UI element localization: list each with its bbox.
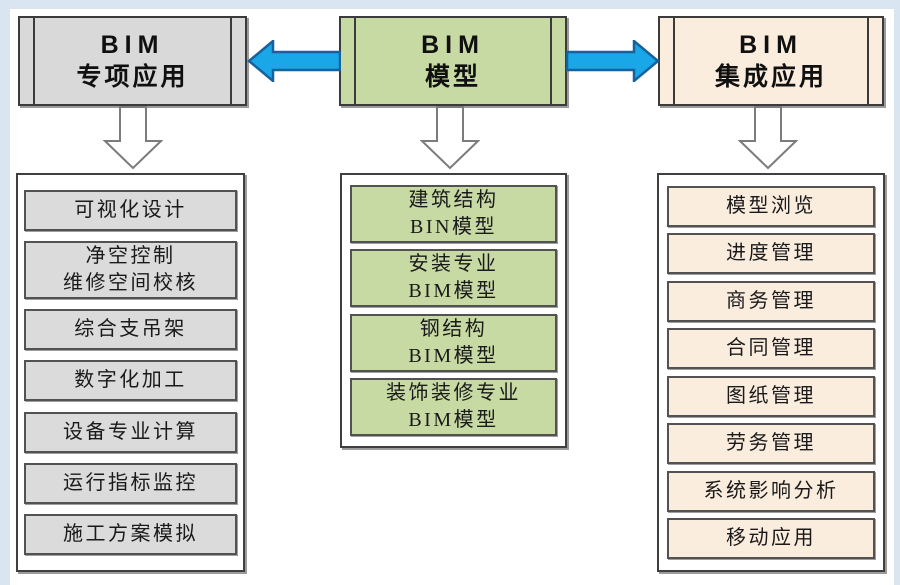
header-inner-line — [550, 18, 552, 104]
list-item: 建筑结构 BIN模型 — [350, 185, 557, 243]
header-title-line2: 专项应用 — [76, 63, 189, 91]
list-item: 可视化设计 — [24, 190, 237, 231]
list-bim-models: 建筑结构 BIN模型 安装专业 BIM模型 钢结构 BIM模型 装饰装修专业 B… — [340, 173, 567, 448]
list-item: 运行指标监控 — [24, 462, 237, 504]
header-title-line1: BIM — [421, 30, 485, 59]
list-item: 系统影响分析 — [667, 470, 875, 512]
header-bim-model: BIM 模型 — [339, 16, 567, 106]
header-inner-line — [230, 18, 232, 104]
list-item: 商务管理 — [667, 280, 875, 322]
list-item: 安装专业 BIM模型 — [350, 249, 557, 308]
header-inner-line — [673, 18, 675, 104]
header-inner-line — [33, 18, 35, 104]
header-bim-special-applications: BIM 专项应用 — [18, 16, 247, 106]
list-item: 合同管理 — [667, 328, 875, 370]
list-item: 净空控制 维修空间校核 — [24, 241, 237, 300]
header-bim-integrated-applications: BIM 集成应用 — [658, 16, 884, 106]
header-title-line1: BIM — [100, 30, 165, 59]
arrow-down-integrated — [738, 106, 798, 170]
list-special-applications: 可视化设计 净空控制 维修空间校核 综合支吊架 数字化加工 设备专业计算 运行指… — [16, 173, 245, 572]
header-title-line1: BIM — [739, 30, 803, 59]
header-inner-line — [867, 18, 869, 104]
list-item: 进度管理 — [667, 233, 875, 275]
list-item: 数字化加工 — [24, 360, 237, 402]
header-title: BIM 集成应用 — [715, 29, 827, 94]
list-item: 综合支吊架 — [24, 309, 237, 351]
list-integrated-applications: 模型浏览 进度管理 商务管理 合同管理 图纸管理 劳务管理 系统影响分析 移动应… — [657, 173, 885, 572]
list-item: 模型浏览 — [667, 186, 875, 227]
arrow-down-model — [420, 106, 480, 170]
arrow-down-special — [103, 106, 163, 170]
header-title-line2: 模型 — [424, 63, 481, 91]
header-title-line2: 集成应用 — [714, 63, 827, 91]
page-edge-left — [0, 0, 10, 585]
page-edge-right — [894, 0, 900, 585]
arrow-right-model-to-integrated — [566, 40, 660, 82]
arrow-left-model-to-special — [247, 40, 341, 82]
list-item: 图纸管理 — [667, 375, 875, 417]
list-item: 设备专业计算 — [24, 411, 237, 453]
header-inner-line — [354, 18, 356, 104]
header-title: BIM 专项应用 — [76, 29, 188, 94]
list-item: 移动应用 — [667, 517, 875, 559]
page-edge-top — [0, 0, 900, 9]
list-item: 装饰装修专业 BIM模型 — [350, 377, 557, 436]
header-title: BIM 模型 — [421, 29, 485, 94]
list-item: 施工方案模拟 — [24, 513, 237, 555]
list-item: 劳务管理 — [667, 423, 875, 465]
list-item: 钢结构 BIM模型 — [350, 313, 557, 372]
